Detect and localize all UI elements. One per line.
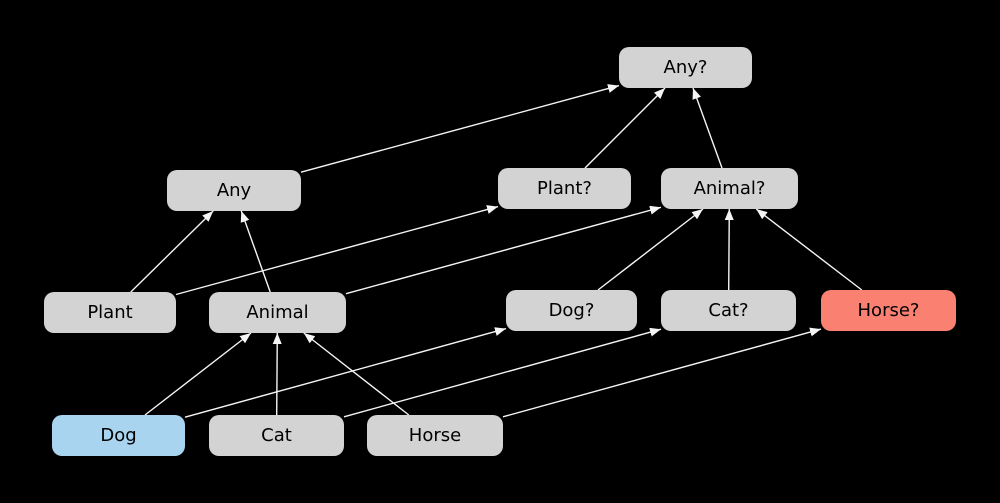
edge-dog-to-dog-q <box>184 327 507 418</box>
node-animal-q: Animal? <box>661 168 798 209</box>
node-animal: Animal <box>209 292 346 333</box>
edge-cat-q-to-animal-q <box>724 208 734 291</box>
node-any: Any <box>167 170 301 211</box>
node-plant-q: Plant? <box>498 168 631 209</box>
edge-plant-to-plant-q <box>175 205 499 296</box>
edge-plant-q-to-any-q <box>584 87 666 169</box>
node-dog: Dog <box>52 415 185 456</box>
node-cat-q: Cat? <box>661 290 796 331</box>
node-any-q: Any? <box>619 47 752 88</box>
edge-any-to-any-q <box>300 84 620 173</box>
node-label: Plant <box>87 301 133 323</box>
edge-animal-to-any <box>240 210 271 293</box>
node-label: Horse? <box>857 299 920 321</box>
edge-cat-to-cat-q <box>343 327 662 418</box>
node-label: Dog? <box>548 299 595 321</box>
node-horse-q: Horse? <box>821 290 956 331</box>
edge-plant-to-any <box>130 210 214 293</box>
edge-horse-to-animal <box>303 332 410 416</box>
edge-dog-q-to-animal-q <box>597 208 704 291</box>
node-label: Horse <box>408 424 462 446</box>
edge-animal-to-animal-q <box>345 205 662 295</box>
node-label: Animal <box>246 301 309 323</box>
edge-horse-q-to-animal-q <box>755 208 863 291</box>
node-label: Cat? <box>708 299 749 321</box>
node-label: Animal? <box>693 177 766 199</box>
node-label: Dog <box>100 424 137 446</box>
node-plant: Plant <box>44 292 176 333</box>
edge-animal-q-to-any-q <box>692 87 723 169</box>
edge-horse-to-horse-q <box>502 327 822 418</box>
edge-cat-to-animal <box>272 332 282 416</box>
node-label: Any? <box>663 56 708 78</box>
node-dog-q: Dog? <box>506 290 637 331</box>
node-label: Any <box>216 179 252 201</box>
node-label: Plant? <box>537 177 592 199</box>
node-label: Cat <box>261 424 292 446</box>
node-horse: Horse <box>367 415 503 456</box>
node-cat: Cat <box>209 415 344 456</box>
edge-dog-to-animal <box>144 332 252 416</box>
